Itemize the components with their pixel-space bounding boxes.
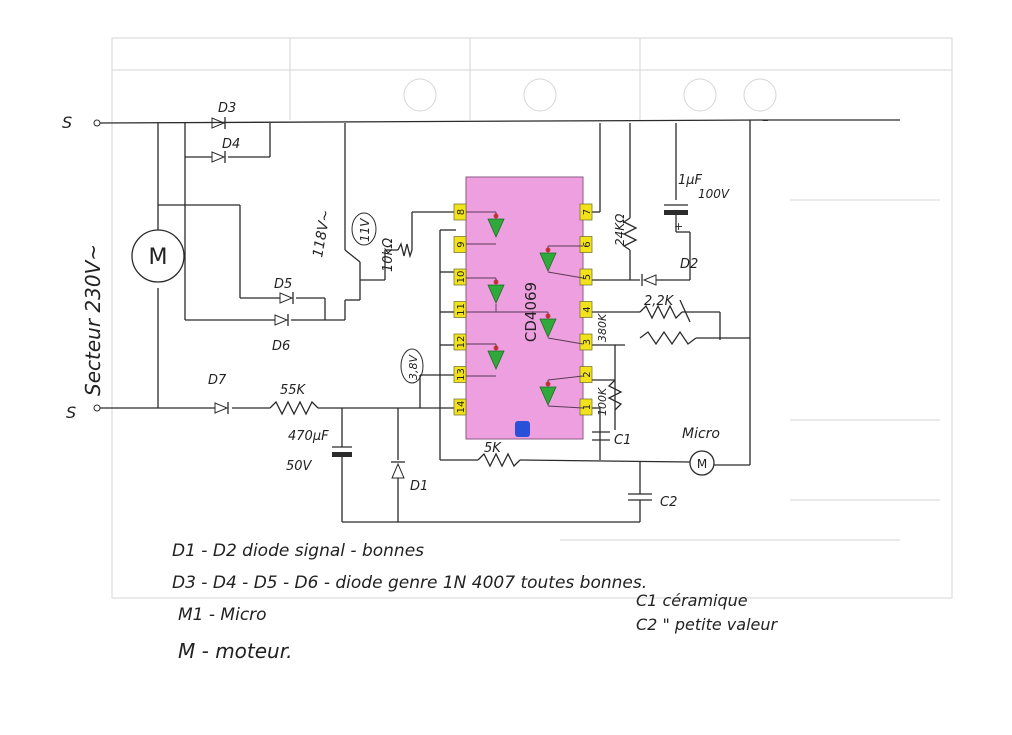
- ic-pin-left-6: [453, 398, 467, 416]
- ic-pin-label: 12: [456, 336, 467, 349]
- label-380k: 380K: [596, 313, 609, 342]
- label-11v: 11V: [358, 218, 372, 242]
- ic-internal-wire: [547, 271, 584, 279]
- inverter-gate-4: [539, 318, 557, 338]
- ic-pin-label: 9: [456, 241, 467, 247]
- micro-symbol-label: M: [697, 457, 707, 471]
- ic-pin-label: 2: [582, 371, 593, 377]
- diode-d1-symbol: [391, 461, 405, 479]
- legend: D1 - D2 diode signal - bonnes D3 - D4 - …: [172, 541, 779, 663]
- label-d5: D5: [274, 277, 292, 292]
- label-470uf: 470µF: [288, 429, 329, 444]
- ic-pin-left-5: [453, 366, 467, 383]
- label-100k: 100K: [596, 387, 609, 416]
- inverter-gate-1: [487, 218, 505, 238]
- ic-gates: [466, 211, 584, 409]
- terminal-top-label: S: [62, 113, 72, 132]
- ic-pin-left-1: [453, 236, 467, 253]
- label-plus: +: [674, 220, 683, 233]
- ic-pin-label: 8: [456, 209, 467, 215]
- ic-pin-right-1: [579, 236, 593, 253]
- diode-d4-symbol: [211, 151, 226, 163]
- ic-internal-wire: [547, 405, 584, 409]
- diode-d3-symbol: [211, 117, 226, 129]
- ic-pin-right-0: [579, 203, 593, 221]
- label-2-2k: 2,2K: [644, 294, 675, 309]
- legend-line-4: M - moteur.: [178, 639, 292, 663]
- ic-pin-label: 10: [456, 271, 467, 284]
- inverter-gate-2: [539, 252, 557, 272]
- ic-pin-left-4: [453, 333, 467, 351]
- label-100v: 100V: [698, 187, 730, 201]
- label-d2: D2: [680, 257, 698, 272]
- ic-pin-left-2: [453, 268, 467, 286]
- ic-notch: [515, 421, 530, 437]
- ic-pin-label: 7: [582, 209, 593, 215]
- ic-pin-right-2: [579, 268, 593, 286]
- label-d7: D7: [208, 373, 227, 388]
- ic-pin-label: 3: [582, 339, 593, 345]
- ic-pin-right-4: [579, 333, 593, 351]
- label-55k: 55K: [280, 383, 307, 398]
- ic-pin-right-6: [579, 398, 593, 416]
- background-grid: [111, 37, 953, 599]
- motor-symbol-circle: [131, 229, 185, 283]
- legend-line-5: C1 céramique: [636, 591, 748, 610]
- label-d1: D1: [410, 479, 428, 494]
- label-5k: 5K: [484, 441, 502, 456]
- legend-line-2: D3 - D4 - D5 - D6 - diode genre 1N 4007 …: [172, 573, 647, 593]
- diode-d5-symbol: [279, 292, 294, 304]
- ic-pin-label: 4: [582, 306, 593, 312]
- wiring: [96, 119, 900, 523]
- label-d6: D6: [272, 339, 290, 354]
- label-d3: D3: [218, 101, 236, 116]
- inverter-gate-6: [539, 386, 557, 406]
- legend-line-3: M1 - Micro: [178, 605, 267, 625]
- terminal-bottom-label: S: [66, 403, 76, 422]
- ic-pin-label: 6: [582, 241, 593, 247]
- diode-d2-symbol: [641, 274, 657, 286]
- label-50v: 50V: [286, 459, 313, 474]
- label-3-8v: 3,8V: [407, 354, 420, 380]
- ic-pin-right-5: [579, 366, 593, 383]
- ic-pin-label: 11: [456, 303, 467, 316]
- terminal-bottom-node: [93, 404, 101, 412]
- legend-line-1: D1 - D2 diode signal - bonnes: [172, 541, 424, 561]
- ic-pin-label: 5: [582, 274, 593, 280]
- label-10k: 10kΩ: [381, 238, 396, 272]
- ic-body: [465, 176, 584, 440]
- ic-pin-label: 13: [456, 368, 467, 381]
- diode-d7-symbol: [214, 402, 229, 414]
- ic-pin-label: 1: [582, 404, 593, 410]
- inverter-gate-3: [487, 284, 505, 304]
- diode-d6-symbol: [274, 314, 289, 326]
- label-c2: C2: [660, 495, 677, 510]
- label-24k: 24KΩ: [613, 213, 627, 246]
- label-d4: D4: [222, 137, 240, 152]
- label-c1: C1: [614, 433, 631, 448]
- ic-pin-right-3: [579, 301, 593, 318]
- legend-line-6: C2 " petite valeur: [636, 615, 779, 634]
- voltage-3-8v-circle: [400, 348, 424, 384]
- ic-pins: 8 9 10 11 12 13 14 7 6 5 4 3 2 1: [453, 203, 593, 416]
- ic-pin-left-3: [453, 301, 467, 318]
- micro-symbol-circle: [689, 450, 715, 476]
- mains-label: Secteur 230V~: [81, 244, 105, 396]
- ic-pin-label: 14: [456, 401, 467, 414]
- label-118v: 118V~: [310, 209, 334, 259]
- ic-internal-wire: [547, 375, 584, 381]
- voltage-11v-circle: [351, 212, 377, 246]
- motor-symbol-label: M: [149, 245, 168, 270]
- terminal-top-node: [93, 119, 101, 127]
- label-1uf: 1µF: [678, 173, 703, 188]
- label-micro: Micro: [682, 426, 720, 442]
- ic-internal-wire: [547, 337, 584, 345]
- inverter-gate-5: [487, 350, 505, 370]
